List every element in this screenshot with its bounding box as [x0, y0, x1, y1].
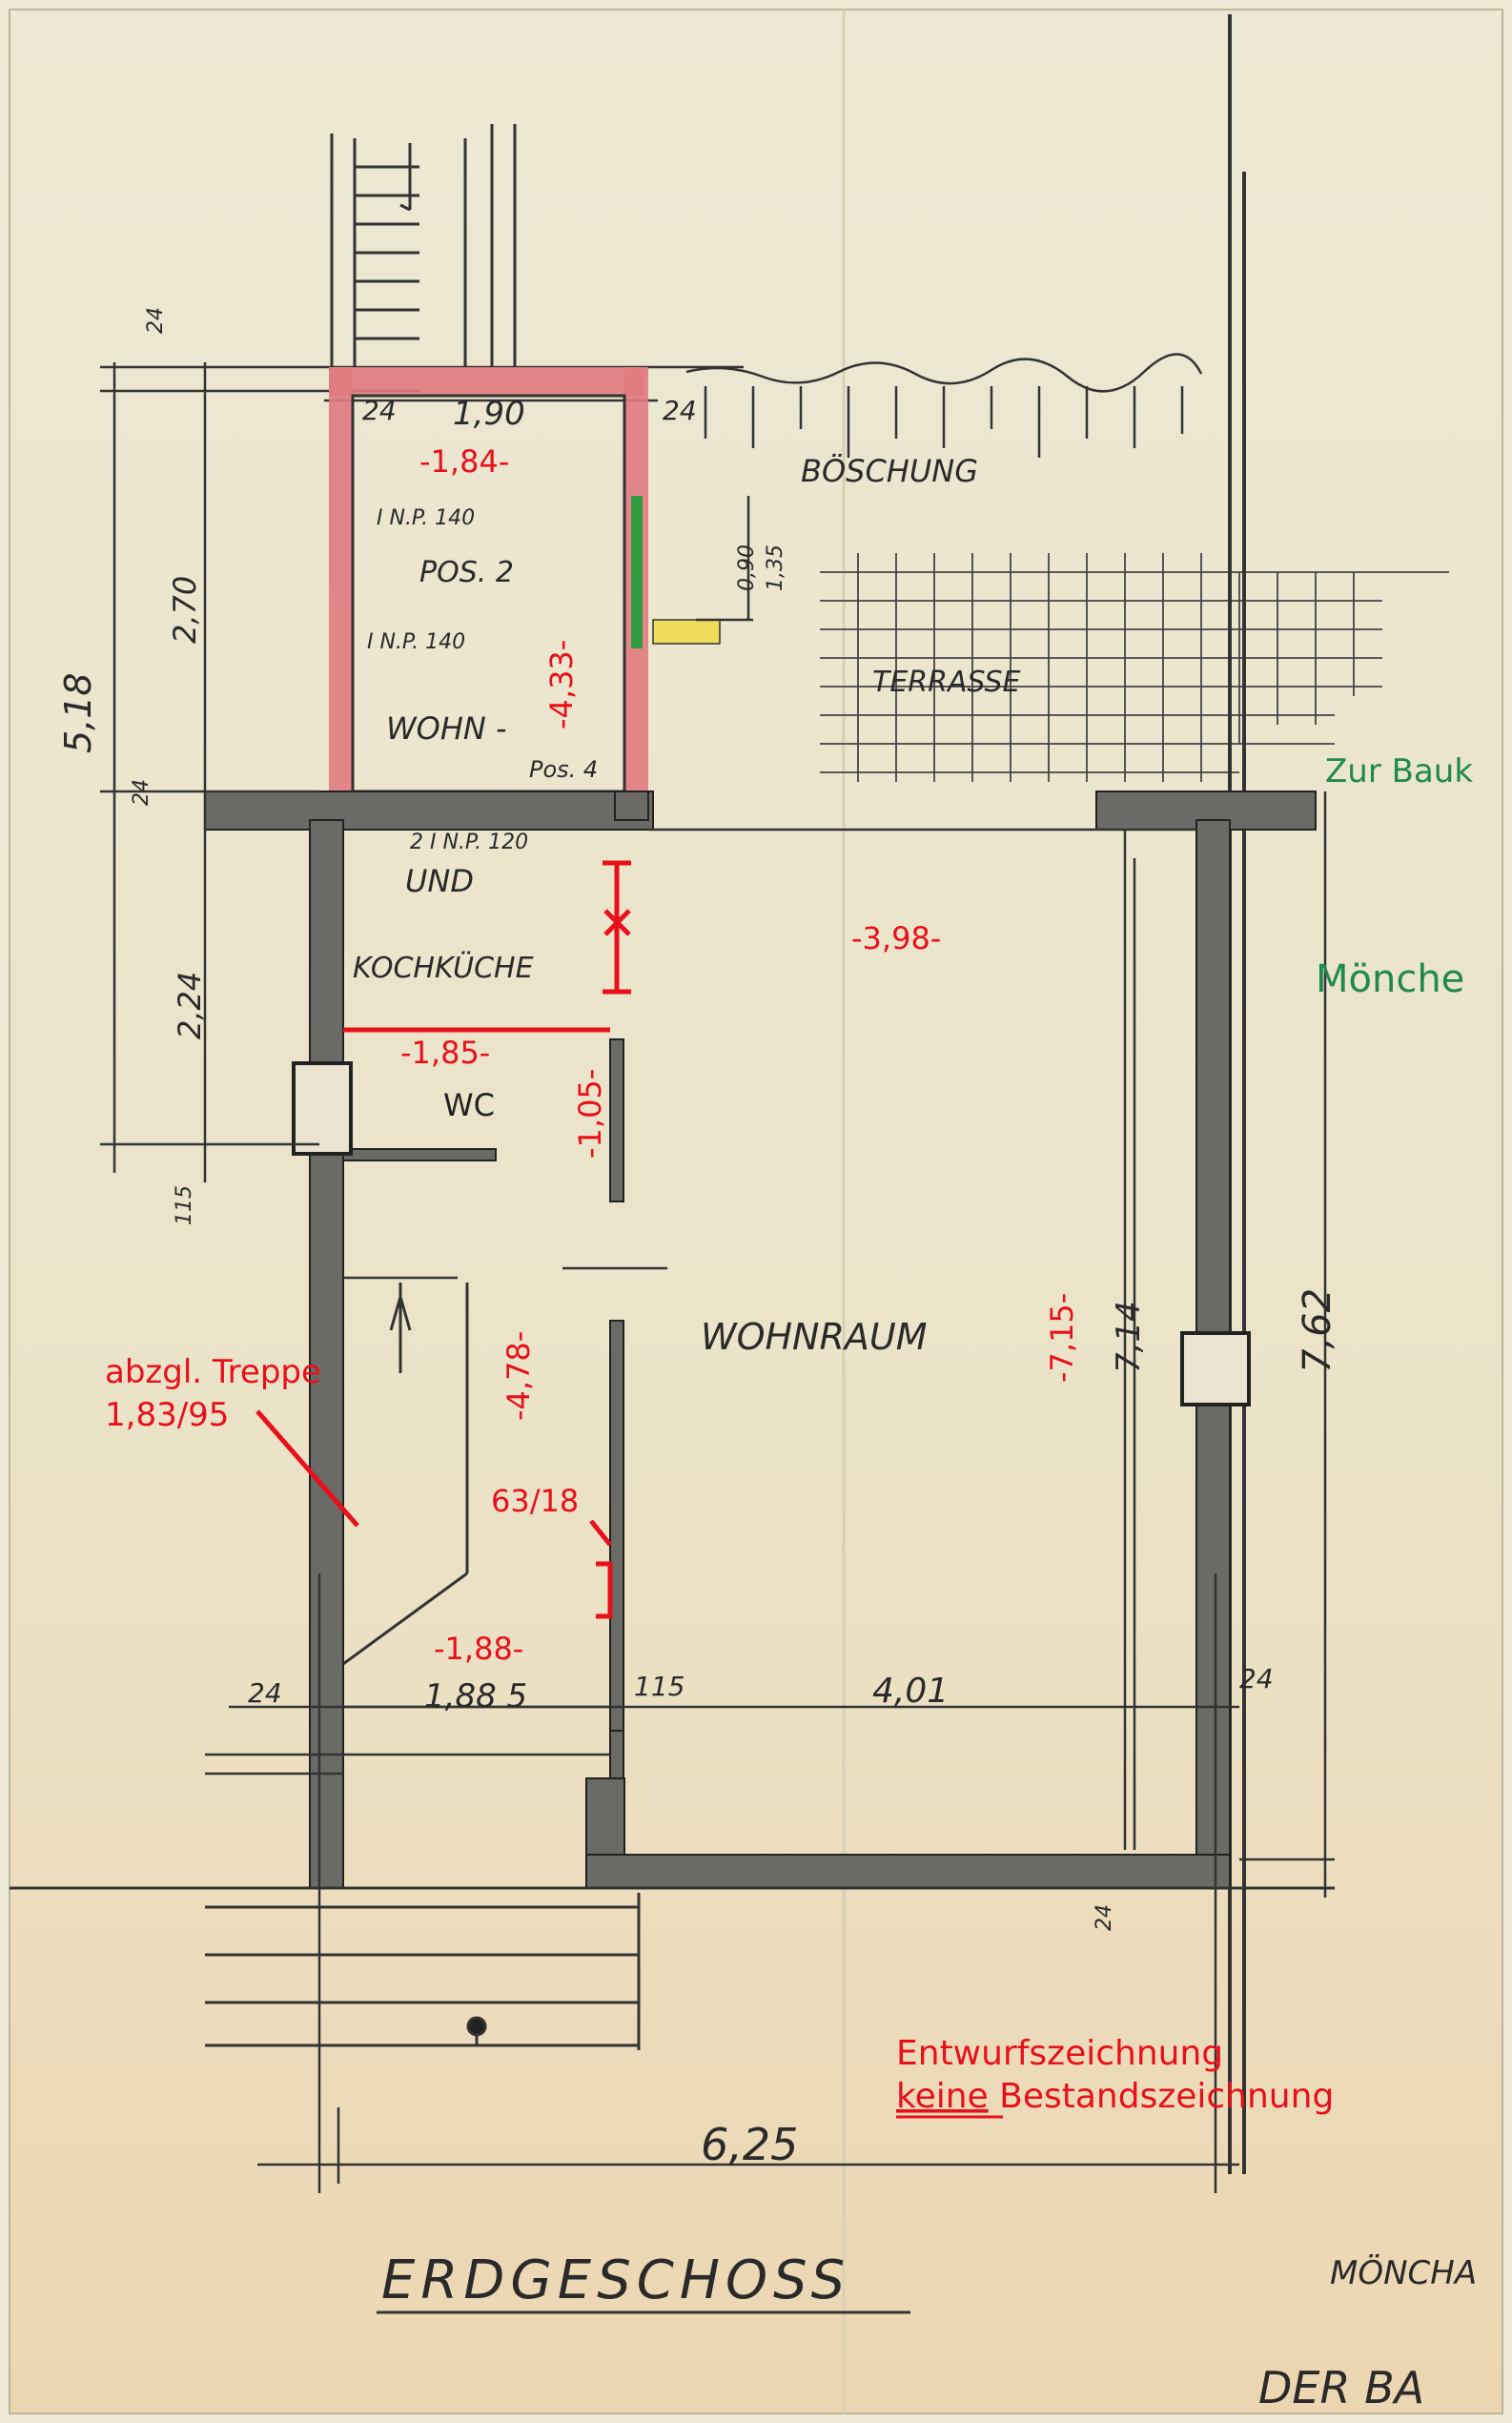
dim-bottom-401: 4,01 [872, 1672, 949, 1711]
hand-dimensions: 24 1,90 24 5,18 2,70 2,24 24 24 115 0,90… [57, 307, 1339, 2170]
label-und: UND [405, 863, 474, 899]
terrace-tile-grid [820, 553, 1449, 782]
dim-left-270: 2,70 [167, 576, 203, 644]
dim-bottom-24r: 24 [1239, 1663, 1274, 1694]
paper-background [9, 9, 1503, 2414]
label-boeschung: BÖSCHUNG [801, 453, 978, 489]
red-dim-6318: 63/18 [491, 1483, 579, 1519]
red-dim-433: -4,33- [543, 640, 580, 729]
dim-bottom-24: 24 [248, 1677, 282, 1709]
red-dim-715: -7,15- [1044, 1293, 1080, 1383]
note-bestand: keine Bestandszeichnung [896, 2077, 1334, 2116]
edge-text-derba: DER BA [1258, 2362, 1424, 2413]
edge-text-moencha: MÖNCHA [1330, 2253, 1477, 2292]
red-annotation-lines [255, 860, 631, 1619]
dim-left-115: 115 [173, 1185, 196, 1225]
room-labels: I N.P. 140 POS. 2 I N.P. 140 WOHN - Pos.… [353, 453, 1477, 2413]
exterior-stair-top [330, 124, 517, 367]
beam-label-1: I N.P. 140 [377, 506, 475, 530]
label-pos4: Pos. 4 [529, 756, 598, 783]
dim-right-714: 7,14 [1110, 1301, 1148, 1373]
chimney-blocks [292, 1061, 1251, 1407]
red-treppe-2: 1,83/95 [105, 1396, 229, 1434]
note-bestandszeichnung: Bestandszeichnung [989, 2077, 1335, 2116]
entrance-steps [10, 1886, 1335, 2050]
red-dim-478: -4,78- [501, 1331, 537, 1421]
beam-label-3: 2 I N.P. 120 [410, 831, 528, 854]
dim-win-135: 1,35 [764, 544, 787, 591]
red-dim-398: -3,98- [851, 920, 941, 956]
dimension-lines [100, 362, 1335, 2193]
red-treppe-1: abzgl. Treppe [105, 1353, 321, 1391]
pink-addition-walls [329, 367, 648, 793]
label-kochkueche: KOCHKÜCHE [353, 951, 534, 985]
red-dim-105: -1,05- [572, 1069, 608, 1159]
dim-right-762: 7,62 [1296, 1288, 1339, 1373]
label-pos2: POS. 2 [419, 556, 514, 589]
dim-total-625: 6,25 [701, 2119, 798, 2170]
red-annotations: -1,84- -4,33- -3,98- -1,85- WC -1,05- -4… [105, 443, 1334, 2119]
label-terrasse: TERRASSE [872, 666, 1021, 699]
red-dim-184: -1,84- [419, 443, 509, 480]
label-wohnraum: WOHNRAUM [701, 1316, 927, 1358]
dim-bottom-1885: 1,88 5 [424, 1677, 527, 1715]
red-dim-185: -1,85- [400, 1035, 490, 1071]
red-dim-188: -1,88- [434, 1631, 523, 1667]
dim-left-24: 24 [144, 307, 168, 334]
interior-staircase [342, 1283, 469, 1666]
dim-bottom-115: 115 [634, 1671, 684, 1702]
beam-label-2: I N.P. 140 [367, 630, 465, 654]
dim-top-190: 1,90 [453, 395, 525, 433]
dim-left-518: 5,18 [57, 672, 99, 753]
red-label-wc: WC [443, 1087, 495, 1123]
dim-top-24b: 24 [663, 395, 697, 426]
plan-title: ERDGESCHOSS [381, 2249, 850, 2311]
note-keine: keine [896, 2077, 989, 2116]
note-entwurf: Entwurfszeichnung [896, 2034, 1223, 2073]
dim-win-090: 0,90 [735, 544, 759, 591]
boeschung-slope-hatch [685, 353, 1203, 458]
green-labels: Zur Bauk Mönche [1316, 752, 1473, 1001]
label-zur-bauk: Zur Bauk [1325, 752, 1473, 791]
dim-left-224: 2,24 [172, 972, 208, 1039]
label-moenche: Mönche [1316, 957, 1464, 1001]
label-wohn: WOHN - [386, 710, 507, 747]
dim-left-24b: 24 [130, 779, 153, 806]
dim-top-24a: 24 [362, 395, 397, 426]
dim-right-24b: 24 [1093, 1904, 1116, 1931]
